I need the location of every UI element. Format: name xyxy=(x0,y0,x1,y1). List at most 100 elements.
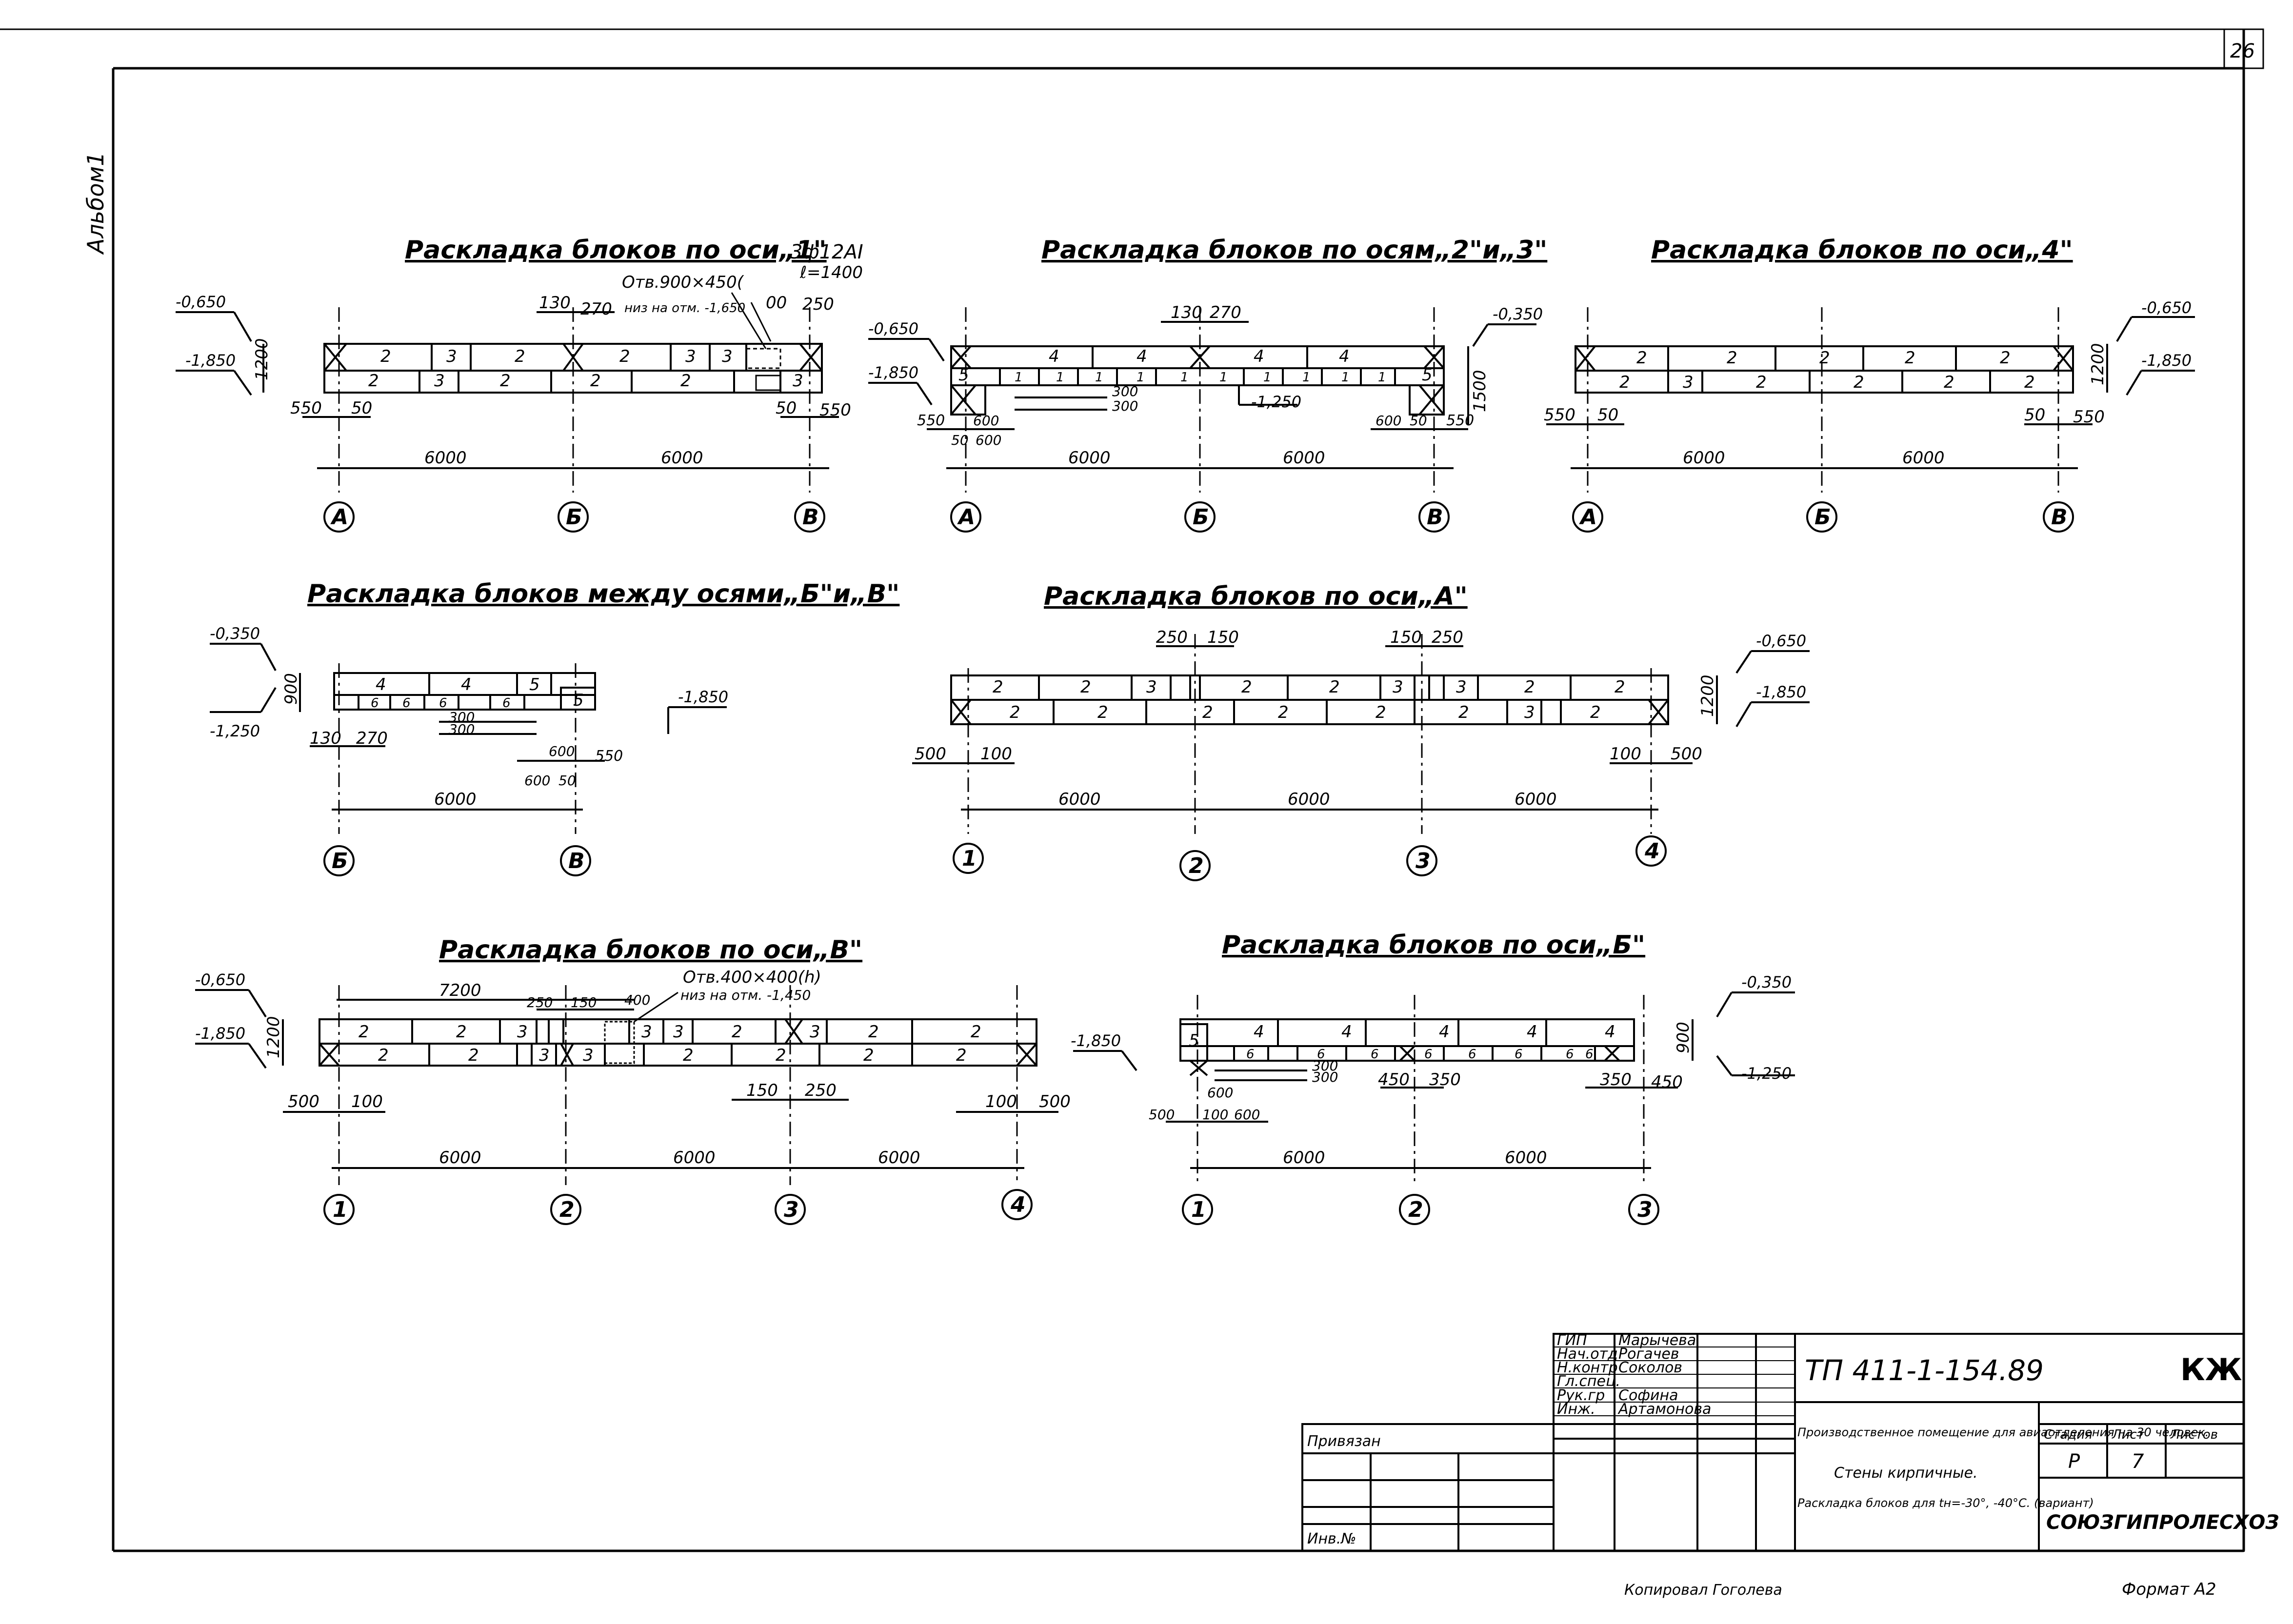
note-opening: Отв.900×450( xyxy=(622,273,744,292)
dim-label: 600 xyxy=(524,772,550,789)
axis-label: Б xyxy=(1814,505,1831,530)
title-axis-b: Раскладка блоков по оси„Б" xyxy=(1222,931,1645,960)
block-label: 4 xyxy=(461,675,472,694)
title-axis-1: Раскладка блоков по оси„1" xyxy=(405,236,827,265)
block-label: 2 xyxy=(1458,703,1469,722)
block-label: 6 xyxy=(1515,1047,1523,1062)
dim-label: 300 xyxy=(1112,398,1138,414)
drawing-between-b-v: Раскладка блоков между осями„Б"и„В" xyxy=(210,579,899,876)
level-label: -0,650 xyxy=(868,319,918,338)
level-label: -1,250 xyxy=(210,722,260,740)
block-label: 6 xyxy=(1317,1047,1325,1062)
block-label: 2 xyxy=(1727,348,1737,368)
block-label: 2 xyxy=(2024,373,2035,392)
dim-label: 250 xyxy=(805,1081,837,1100)
dim-label: 250 xyxy=(1432,628,1463,647)
dim-label: 6000 xyxy=(434,790,477,809)
tb-desc-layout: Раскладка блоков для tн=-30°, -40°С. (ва… xyxy=(1797,1496,2094,1510)
block-label: 6 xyxy=(1566,1047,1574,1062)
block-label: 1 xyxy=(1180,370,1189,385)
tb-organization: СОЮЗГИПРОЛЕСХОЗ xyxy=(2046,1511,2279,1534)
title-axis-a: Раскладка блоков по оси„А" xyxy=(1044,582,1468,611)
dim-label: 130 xyxy=(310,729,341,748)
footer-format: Формат А2 xyxy=(2122,1580,2216,1599)
block-label: 2 xyxy=(1854,373,1864,392)
dim-label: 300 xyxy=(1112,383,1138,399)
block-label: 4 xyxy=(376,675,386,694)
block-label: 3 xyxy=(722,347,733,366)
dim-label: 270 xyxy=(356,729,388,748)
block-label: 2 xyxy=(1278,703,1289,722)
dim-label: 6000 xyxy=(1505,1148,1547,1168)
block-label: 2 xyxy=(1202,703,1213,722)
block-label: 1 xyxy=(1263,370,1272,385)
block-label: 5 xyxy=(529,675,540,694)
block-label: 2 xyxy=(378,1046,389,1065)
tb-desc-walls: Стены кирпичные. xyxy=(1834,1465,1978,1482)
block-label: 2 xyxy=(500,371,511,391)
dim-label: 250 xyxy=(1156,628,1188,647)
album-label: Альбом1 xyxy=(82,152,109,255)
block-label: 2 xyxy=(1636,348,1647,368)
block-label: 1 xyxy=(1219,370,1228,385)
block-label: 1 xyxy=(1302,370,1311,385)
level-label: -0,650 xyxy=(176,293,226,311)
tb-name: Софина xyxy=(1618,1387,1678,1404)
tb-role: Гл.спец. xyxy=(1557,1373,1620,1390)
dim-label: 100 xyxy=(1610,744,1641,764)
block-label: 2 xyxy=(619,347,630,366)
level-label: -1,850 xyxy=(1756,683,1806,701)
rebar-length: ℓ=1400 xyxy=(799,263,863,282)
tb-stage: Р xyxy=(2068,1450,2080,1473)
block-label: 2 xyxy=(1819,348,1830,368)
block-label: 2 xyxy=(863,1046,874,1065)
dim-label: 50 xyxy=(951,432,969,448)
dim-label: 250 xyxy=(527,994,553,1010)
dim-label: 6000 xyxy=(1902,448,1945,468)
dim-label: 250 xyxy=(802,295,834,314)
block-label: 1 xyxy=(1015,370,1023,385)
block-label: 2 xyxy=(368,371,379,391)
block-label: 2 xyxy=(359,1022,369,1042)
note-opening-level: низ на отм. -1,650 xyxy=(624,301,745,316)
axis-label: 2 xyxy=(559,1197,575,1222)
dim-label: 350 xyxy=(1600,1070,1632,1089)
block-label: 3 xyxy=(539,1046,550,1065)
level-label: -1,250 xyxy=(1741,1064,1792,1083)
tb-privyazan: Привязан xyxy=(1307,1433,1381,1450)
block-label: 2 xyxy=(971,1022,981,1042)
axis-label: 2 xyxy=(1189,853,1204,878)
block-label: 4 xyxy=(1137,347,1147,366)
block-label: 6 xyxy=(439,696,447,711)
dim-label: 270 xyxy=(580,299,612,319)
block-label: 3 xyxy=(583,1046,594,1065)
axis-label: 2 xyxy=(1408,1197,1423,1222)
dim-label: 6000 xyxy=(878,1148,920,1168)
title-block xyxy=(1301,1333,2245,1552)
dim-label: 600 xyxy=(1234,1107,1260,1123)
note-opening: Отв.400×400(h) xyxy=(683,968,821,987)
block-label: 6 xyxy=(502,696,511,711)
block-label: 1 xyxy=(1056,370,1064,385)
tb-role: Н.контр xyxy=(1557,1359,1618,1376)
block-label: 2 xyxy=(1376,703,1386,722)
dim-label: 400 xyxy=(624,992,650,1008)
block-label: 6 xyxy=(1246,1047,1255,1062)
block-label: 2 xyxy=(456,1022,467,1042)
axis-label: 4 xyxy=(1644,839,1660,864)
note-opening-level: низ на отм. -1,450 xyxy=(680,987,811,1003)
block-label: 2 xyxy=(1524,677,1535,697)
dim-label: 6000 xyxy=(1283,1148,1325,1168)
drawing-axis-1: Раскладка блоков по оси„1" xyxy=(176,236,839,533)
block-label: 2 xyxy=(1010,703,1020,722)
block-label: 2 xyxy=(868,1022,879,1042)
block-label: 1 xyxy=(1137,370,1145,385)
drawing-axis-v: Раскладка блоков по оси„В" xyxy=(195,935,1058,1225)
dim-label: 6000 xyxy=(439,1148,481,1168)
axis-label: 1 xyxy=(1191,1197,1206,1222)
dim-label: 130 xyxy=(1171,303,1202,322)
tb-name: Рогачев xyxy=(1618,1346,1679,1363)
level-label: -0,350 xyxy=(1741,973,1792,991)
dim-label: 600 xyxy=(1376,413,1401,429)
dim-label: 300 xyxy=(1312,1058,1338,1074)
